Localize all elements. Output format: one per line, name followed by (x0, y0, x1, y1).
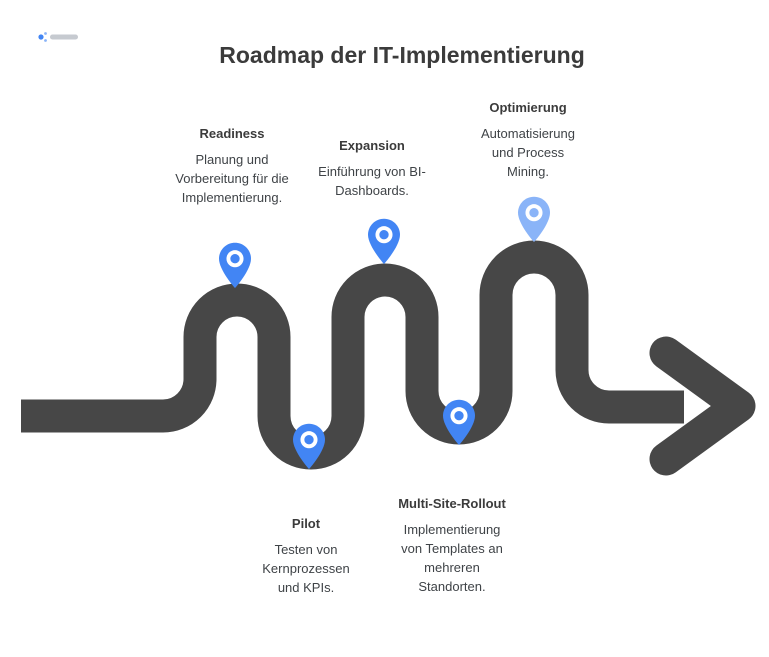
stage-optimierung: Optimierung Automatisierung und Process … (470, 100, 586, 181)
stage-title: Pilot (291, 516, 321, 531)
stage-multi-site-rollout: Multi-Site-Rollout Implementierung von T… (392, 496, 512, 596)
stage-description: Testen von Kernprozessen und KPIs. (262, 542, 350, 596)
stage-title: Readiness (199, 126, 265, 141)
stage-readiness: Readiness Planung und Vorbereitung für d… (174, 126, 290, 207)
map-pin-icon (518, 196, 550, 243)
stage-description: Planung und Vorbereitung für die Impleme… (175, 152, 289, 206)
stage-title: Expansion (339, 138, 405, 153)
stage-description: Implementierung von Templates an mehrere… (401, 522, 503, 595)
stage-title: Multi-Site-Rollout (398, 496, 506, 511)
arrow-right-icon (649, 336, 756, 476)
page-title: Roadmap der IT-Implementierung (219, 42, 585, 68)
brand-logo-icon (38, 32, 78, 42)
stage-pilot: Pilot Testen von Kernprozessen und KPIs. (253, 516, 359, 597)
map-pin-icon (293, 423, 325, 470)
stage-description: Automatisierung und Process Mining. (481, 126, 575, 180)
map-pin-icon (219, 242, 251, 289)
road-path (21, 240, 684, 470)
map-pin-icon (368, 218, 400, 265)
stage-title: Optimierung (489, 100, 567, 115)
stage-expansion: Expansion Einführung von BI-Dashboards. (311, 138, 433, 200)
map-pin-icon (443, 399, 475, 446)
stage-description: Einführung von BI-Dashboards. (318, 164, 426, 199)
